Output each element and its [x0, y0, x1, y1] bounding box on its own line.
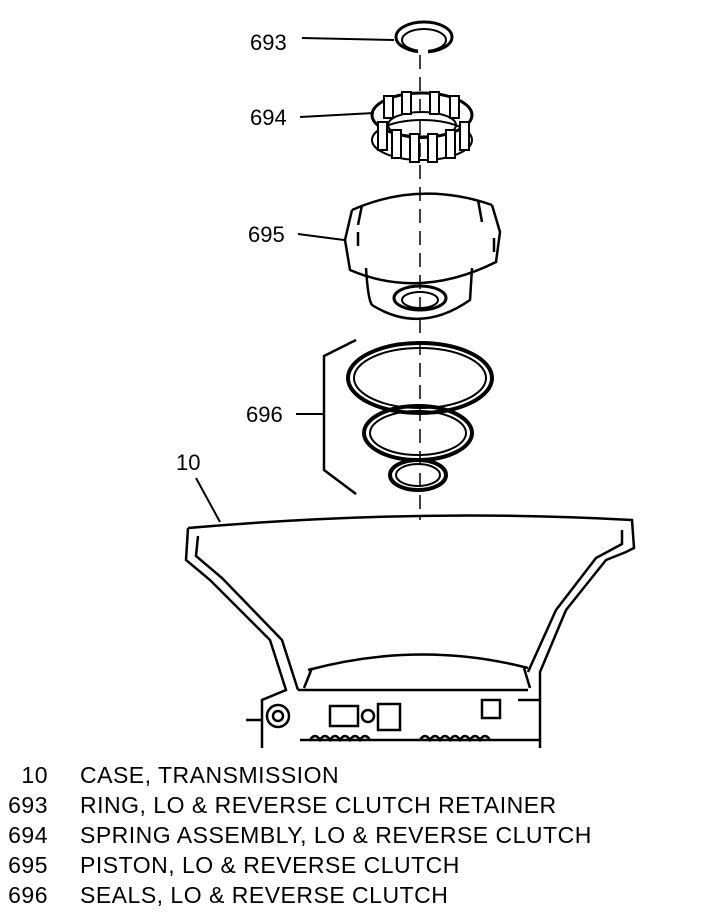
part-10-transmission-case	[184, 514, 636, 748]
part-696-seals	[346, 341, 494, 492]
legend-description: SPRING ASSEMBLY, LO & REVERSE CLUTCH	[80, 822, 592, 848]
exploded-parts-diagram: 693 694 695	[176, 20, 636, 748]
part-694-spring-assembly	[370, 91, 474, 163]
legend-description: CASE, TRANSMISSION	[80, 762, 340, 788]
callout-695: 695	[248, 222, 285, 247]
legend-row-693: 693 RING, LO & REVERSE CLUTCH RETAINER	[0, 790, 704, 820]
legend-description: PISTON, LO & REVERSE CLUTCH	[80, 852, 460, 878]
legend-row-695: 695 PISTON, LO & REVERSE CLUTCH	[0, 850, 704, 880]
callout-694: 694	[250, 105, 287, 130]
callout-696: 696	[246, 402, 283, 427]
callout-693: 693	[250, 30, 287, 55]
legend-number: 695	[8, 852, 48, 878]
leader-695	[297, 233, 345, 241]
legend-row-696: 696 SEALS, LO & REVERSE CLUTCH	[0, 880, 704, 910]
legend-description: SEALS, LO & REVERSE CLUTCH	[80, 882, 449, 908]
legend-description: RING, LO & REVERSE CLUTCH RETAINER	[80, 792, 557, 818]
legend-number: 694	[8, 822, 48, 848]
legend-row-10: 10 CASE, TRANSMISSION	[0, 760, 704, 790]
legend-number: 693	[8, 792, 48, 818]
parts-legend: 10 CASE, TRANSMISSION 693 RING, LO & REV…	[0, 760, 704, 910]
callout-10: 10	[176, 450, 200, 475]
legend-number: 696	[8, 882, 48, 908]
part-693-retainer-ring	[394, 20, 454, 54]
legend-number: 10	[21, 762, 48, 788]
bracket-696	[322, 338, 357, 495]
leader-10	[195, 477, 221, 523]
legend-row-694: 694 SPRING ASSEMBLY, LO & REVERSE CLUTCH	[0, 820, 704, 850]
part-695-piston	[343, 192, 502, 321]
leader-693	[301, 37, 395, 41]
leader-694	[299, 112, 375, 118]
